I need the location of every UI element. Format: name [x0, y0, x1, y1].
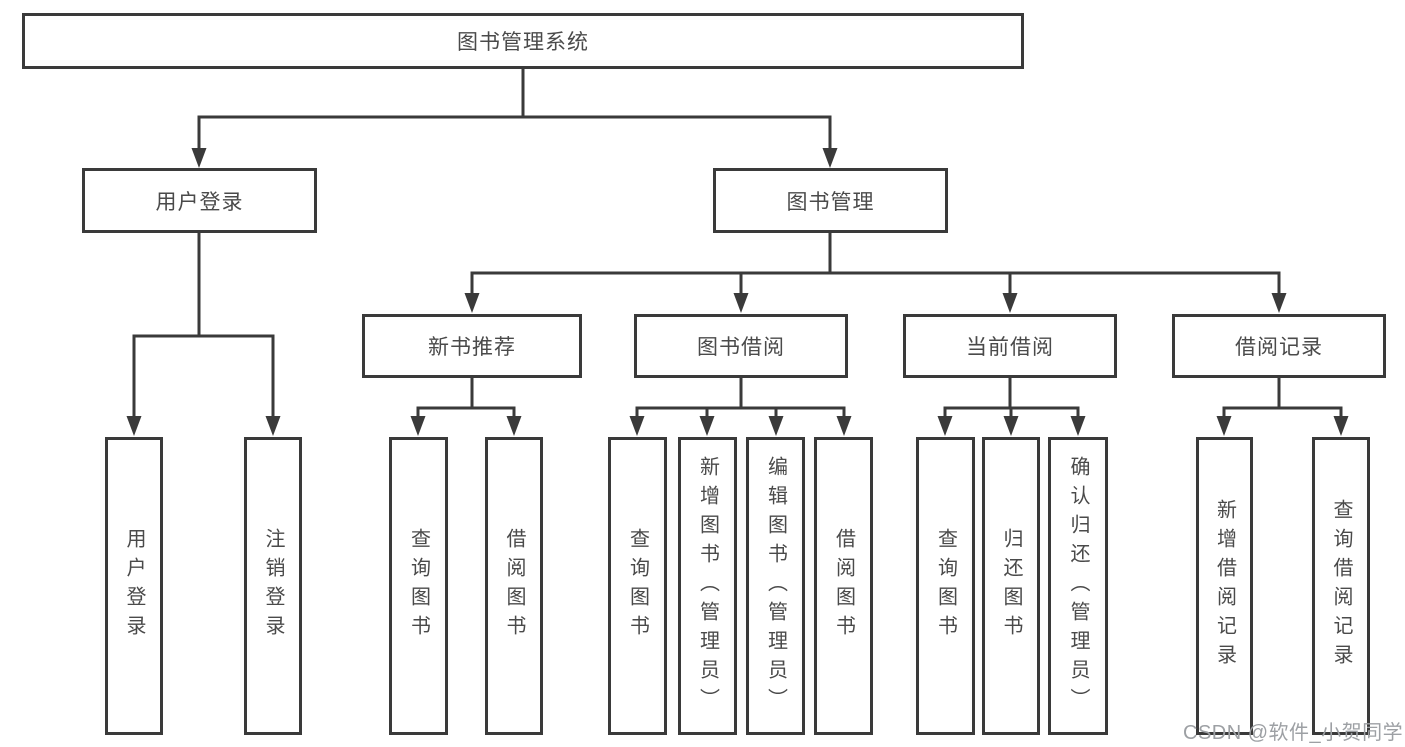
node-current-borrow: 当前借阅 — [903, 314, 1117, 378]
leaf-label: 查询图书 — [407, 528, 430, 644]
leaf-borrow-books-recommend: 借阅图书 — [485, 437, 543, 735]
leaf-return-book: 归还图书 — [982, 437, 1040, 735]
leaf-label: 查询图书 — [626, 528, 649, 644]
csdn-watermark: CSDN @软件_小贺同学 — [1183, 722, 1404, 744]
leaf-label: 用户登录 — [123, 528, 145, 644]
leaf-confirm-return-admin: 确认归还（管理员） — [1048, 437, 1108, 735]
leaf-label: 查询图书 — [934, 528, 957, 644]
leaf-label: 确认归还（管理员） — [1067, 455, 1089, 717]
leaf-label: 借阅图书 — [832, 528, 855, 644]
leaf-label: 注销登录 — [262, 528, 284, 644]
leaf-edit-book-admin: 编辑图书（管理员） — [746, 437, 805, 735]
node-book-borrow: 图书借阅 — [634, 314, 848, 378]
leaf-query-borrow-record: 查询借阅记录 — [1312, 437, 1370, 735]
leaf-add-book-admin: 新增图书（管理员） — [678, 437, 737, 735]
leaf-query-books-borrow: 查询图书 — [608, 437, 667, 735]
node-system-root: 图书管理系统 — [22, 13, 1024, 69]
leaf-borrow-books: 借阅图书 — [814, 437, 873, 735]
leaf-query-books-recommend: 查询图书 — [389, 437, 448, 735]
leaf-label: 编辑图书（管理员） — [764, 455, 787, 717]
leaf-label: 新增借阅记录 — [1213, 499, 1236, 673]
node-new-book-recommend: 新书推荐 — [362, 314, 582, 378]
leaf-query-books-current: 查询图书 — [916, 437, 975, 735]
leaf-label: 新增图书（管理员） — [696, 455, 719, 717]
node-book-management: 图书管理 — [713, 168, 948, 233]
leaf-logout: 注销登录 — [244, 437, 302, 735]
leaf-add-borrow-record: 新增借阅记录 — [1196, 437, 1253, 735]
leaf-label: 查询借阅记录 — [1330, 499, 1352, 673]
node-borrow-records: 借阅记录 — [1172, 314, 1386, 378]
leaf-label: 归还图书 — [1000, 528, 1022, 644]
node-user-login: 用户登录 — [82, 168, 317, 233]
leaf-label: 借阅图书 — [503, 528, 525, 644]
tree-branch-lines — [132, 69, 1343, 418]
leaf-user-login: 用户登录 — [105, 437, 163, 735]
